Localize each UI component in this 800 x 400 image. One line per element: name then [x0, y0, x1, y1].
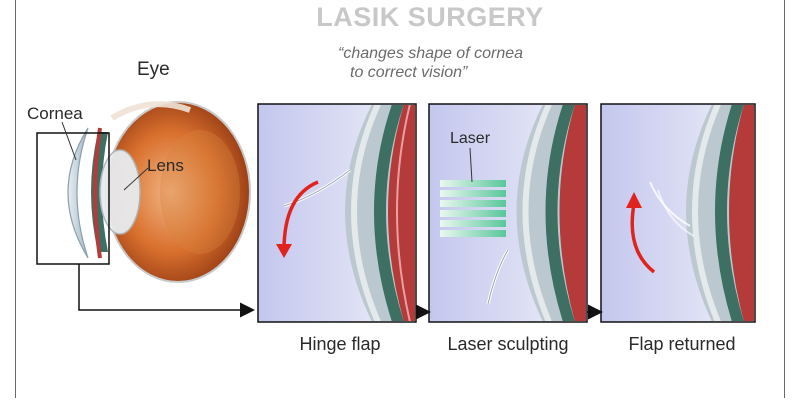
cornea-label: Cornea — [27, 104, 83, 123]
panel-hinge-flap — [257, 103, 417, 323]
red-rotation-arrow — [282, 180, 319, 251]
laser-beams — [440, 180, 506, 237]
laser-leader-line — [469, 147, 473, 183]
lens-label: Lens — [147, 156, 184, 175]
subtitle-line-2: to correct vision” — [350, 64, 468, 81]
callout-connector-arrow — [78, 264, 255, 318]
cornea-callout-box — [36, 132, 110, 265]
cornea-leader-line — [61, 121, 77, 161]
caption-hinge-flap: Hinge flap — [299, 334, 381, 354]
subtitle-line-1: “changes shape of cornea — [338, 45, 524, 62]
caption-flap-returned: Flap returned — [628, 334, 736, 354]
outer-frame — [15, 0, 785, 398]
caption-laser-sculpting: Laser sculpting — [447, 334, 569, 354]
eyeball-illustration — [67, 101, 251, 283]
eye-label: Eye — [137, 59, 170, 80]
laser-label: Laser — [450, 130, 491, 147]
diagram-title: LASIK SURGERY — [316, 2, 544, 32]
panel-laser-sculpting — [428, 103, 588, 323]
panel-flap-returned — [600, 103, 756, 323]
red-return-arrow — [630, 203, 656, 274]
lens-leader-line — [123, 167, 149, 191]
